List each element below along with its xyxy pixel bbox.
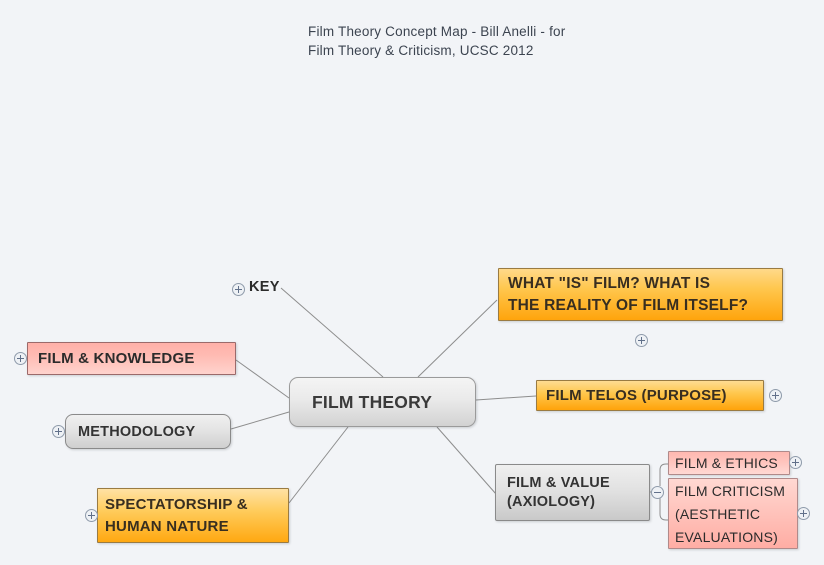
node-methodology[interactable]: METHODOLOGY [65, 414, 231, 449]
node-spectatorship[interactable]: SPECTATORSHIP & HUMAN NATURE [97, 488, 289, 543]
node-film-knowledge[interactable]: FILM & KNOWLEDGE [27, 342, 236, 375]
node-key[interactable]: KEY [249, 279, 280, 295]
connector-spectatorship [288, 426, 349, 504]
expand-icon-film-telos[interactable] [769, 389, 782, 402]
connector-methodology [230, 411, 290, 430]
node-film-ethics[interactable]: FILM & ETHICS [668, 451, 790, 475]
node-what-is-film[interactable]: WHAT "IS" FILM? WHAT IS THE REALITY OF F… [498, 268, 783, 321]
connector-ethics [659, 463, 668, 471]
node-film-value[interactable]: FILM & VALUE (AXIOLOGY) [495, 464, 650, 521]
node-label: FILM & KNOWLEDGE [38, 350, 195, 367]
node-label: FILM TELOS (PURPOSE) [546, 387, 727, 404]
connector-what-is-film [417, 299, 498, 378]
collapse-icon-film-value[interactable] [651, 486, 664, 499]
connector-criticism [659, 513, 668, 521]
connector-film-telos [475, 395, 537, 401]
expand-icon-spectatorship[interactable] [85, 509, 98, 522]
node-label: WHAT "IS" FILM? WHAT IS THE REALITY OF F… [508, 274, 749, 314]
expand-icon-key[interactable] [232, 283, 245, 296]
connector-film-value [436, 426, 497, 495]
node-film-telos[interactable]: FILM TELOS (PURPOSE) [536, 380, 764, 411]
expand-icon-film-knowledge[interactable] [14, 352, 27, 365]
node-label: FILM CRITICISM (AESTHETIC EVALUATIONS) [675, 483, 786, 545]
node-label: FILM & VALUE (AXIOLOGY) [507, 474, 610, 510]
node-film-theory[interactable]: FILM THEORY [289, 377, 476, 427]
node-label: METHODOLOGY [78, 423, 196, 440]
node-label: SPECTATORSHIP & HUMAN NATURE [105, 495, 248, 535]
page-title: Film Theory Concept Map - Bill Anelli - … [308, 24, 566, 58]
expand-icon-what-is-film[interactable] [635, 334, 648, 347]
node-film-criticism[interactable]: FILM CRITICISM (AESTHETIC EVALUATIONS) [668, 478, 798, 549]
node-label: FILM & ETHICS [675, 455, 778, 471]
node-label: FILM THEORY [312, 391, 433, 412]
expand-icon-film-criticism[interactable] [797, 507, 810, 520]
connector-key [280, 287, 384, 378]
expand-icon-film-ethics[interactable] [789, 456, 802, 469]
node-label: KEY [249, 279, 280, 295]
connector-film-knowledge [235, 359, 290, 399]
expand-icon-methodology[interactable] [52, 425, 65, 438]
